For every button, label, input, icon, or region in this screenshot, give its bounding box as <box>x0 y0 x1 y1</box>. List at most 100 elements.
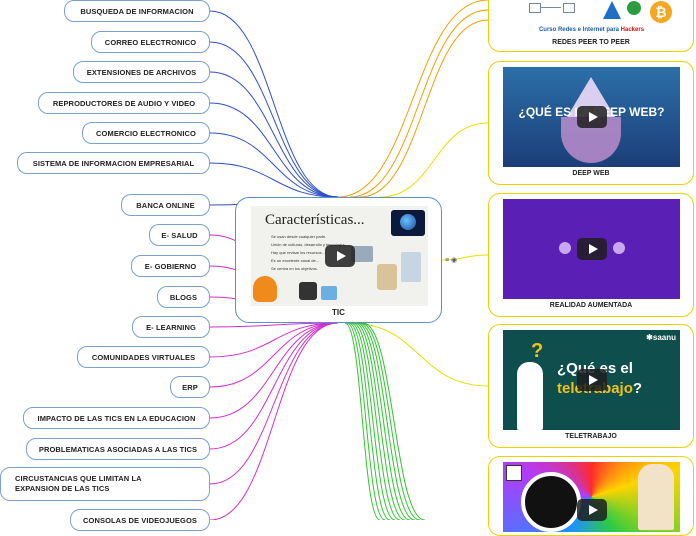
connector-left <box>209 322 339 388</box>
copyright-video-thumbnail[interactable] <box>503 462 680 532</box>
card-teletrabajo[interactable]: ✱saanu ? ¿Qué es el teletrabajo? TELETRA… <box>488 324 694 448</box>
connector-left <box>209 322 339 419</box>
node-e-salud[interactable]: E- SALUD <box>149 224 210 246</box>
play-button-icon[interactable] <box>324 245 355 267</box>
mascot-image <box>638 464 674 530</box>
connector-left <box>209 71 339 198</box>
connector-left <box>209 162 339 198</box>
node-sistema-de-informacion-empresarial[interactable]: SISTEMA DE INFORMACION EMPRESARIAL <box>17 152 210 174</box>
connector-right <box>352 322 401 520</box>
person-silhouette-image <box>517 362 543 430</box>
node-label: REPRODUCTORES DE AUDIO Y VIDEO <box>52 98 196 108</box>
node-label: COMERCIO ELECTRONICO <box>96 128 196 138</box>
node-extensiones-de-archivos[interactable]: EXTENSIONES DE ARCHIVOS <box>73 61 210 83</box>
node-erp[interactable]: ERP <box>170 376 210 398</box>
question-mark-icon: ? <box>531 340 544 362</box>
node-busqueda-de-informacion[interactable]: BUSQUEDA DE INFORMACION <box>64 0 210 22</box>
card-label: REALIDAD AUMENTADA <box>549 302 633 309</box>
garfield-image <box>253 276 277 302</box>
card-deep-web[interactable]: ¿QUÉ ES LA DEEP WEB? DEEP WEB <box>488 61 694 185</box>
node-label: E- GOBIERNO <box>144 261 197 271</box>
teletrabajo-thumbnail-line1: ¿Qué es el <box>557 360 633 377</box>
connector-left <box>209 41 339 198</box>
gear-icon <box>613 242 625 254</box>
node-e-learning[interactable]: E- LEARNING <box>132 316 210 338</box>
connector-left <box>209 132 339 198</box>
connector-left <box>209 10 339 198</box>
earth-image <box>391 210 425 236</box>
gear-icon <box>559 242 571 254</box>
connector-left <box>209 322 339 358</box>
network-image <box>401 252 421 282</box>
connector-lines <box>209 0 489 520</box>
thumbnail-line: Se usan desde cualquier parte. <box>271 234 327 239</box>
connector-right <box>354 322 406 520</box>
node-reproductores-de-audio-y-video[interactable]: REPRODUCTORES DE AUDIO Y VIDEO <box>38 92 210 114</box>
connector-right <box>337 0 489 198</box>
node-consolas-de-videojuegos[interactable]: CONSOLAS DE VIDEOJUEGOS <box>70 509 210 531</box>
connector-right <box>379 122 489 198</box>
copyright-symbol-icon <box>521 472 581 532</box>
teletrabajo-video-thumbnail[interactable]: ✱saanu ? ¿Qué es el teletrabajo? <box>503 330 680 430</box>
node-label: CIRCUSTANCIAS QUE LIMITAN LA EXPANSION D… <box>15 474 142 493</box>
connector-right <box>441 254 489 261</box>
node-label: CORREO ELECTRONICO <box>104 37 197 47</box>
person-desk-image <box>377 264 397 290</box>
central-topic-tic[interactable]: Características... Se usan desde cualqui… <box>235 197 442 323</box>
link-icon <box>541 7 561 8</box>
card-label: TELETRABAJO <box>565 433 617 440</box>
node-label: IMPACTO DE LAS TICS EN LA EDUCACION <box>37 413 196 423</box>
node-label: BLOGS <box>169 292 198 302</box>
connector-left <box>209 102 339 198</box>
thumbnail-line: Se centra en los objetivos. <box>271 266 318 271</box>
node-comercio-electronico[interactable]: COMERCIO ELECTRONICO <box>82 122 210 144</box>
node-label: PROBLEMATICAS ASOCIADAS A LAS TICS <box>38 444 198 454</box>
connector-left <box>209 322 339 450</box>
pencil-icon <box>506 465 522 481</box>
thumbnail-line: Es un excelente canal de... <box>271 258 320 263</box>
computer-icon <box>529 3 541 13</box>
card-copyright[interactable] <box>488 456 694 536</box>
card-redes-peer-to-peer[interactable]: ₿ Curso Redes e Internet para Hackers RE… <box>488 0 694 52</box>
connector-left <box>209 322 339 328</box>
connector-left <box>209 322 339 520</box>
collapse-handle-icon[interactable]: ≡ ◉ <box>445 257 458 264</box>
node-impacto-de-las-tics[interactable]: IMPACTO DE LAS TICS EN LA EDUCACION <box>23 407 210 429</box>
central-topic-label: TIC <box>332 308 345 317</box>
node-circustancias-que-limitan[interactable]: CIRCUSTANCIAS QUE LIMITAN LA EXPANSION D… <box>0 467 210 501</box>
torrent-icon <box>627 1 641 15</box>
node-label: E- LEARNING <box>146 322 196 332</box>
devices-image <box>351 246 373 262</box>
connector-right <box>360 322 421 520</box>
caracteristicas-video-thumbnail[interactable]: Características... Se usan desde cualqui… <box>251 206 428 306</box>
node-label: BANCA ONLINE <box>136 200 195 210</box>
connector-right <box>350 322 396 520</box>
play-button-icon[interactable] <box>576 369 607 391</box>
triangle-logo-icon <box>603 1 621 19</box>
p2p-thumbnail[interactable]: ₿ Curso Redes e Internet para Hackers <box>503 1 680 37</box>
connector-right <box>349 9 489 198</box>
node-label: EXTENSIONES DE ARCHIVOS <box>86 67 197 77</box>
connector-right <box>356 322 411 520</box>
connector-right <box>348 322 391 520</box>
node-correo-electronico[interactable]: CORREO ELECTRONICO <box>91 31 210 53</box>
node-comunidades-virtuales[interactable]: COMUNIDADES VIRTUALES <box>77 346 210 368</box>
node-blogs[interactable]: BLOGS <box>157 286 210 308</box>
realidad-aumentada-video-thumbnail[interactable] <box>503 199 680 299</box>
deep-web-video-thumbnail[interactable]: ¿QUÉ ES LA DEEP WEB? <box>503 67 680 167</box>
node-label: COMUNIDADES VIRTUALES <box>91 352 196 362</box>
play-button-icon[interactable] <box>576 106 607 128</box>
node-label: CONSOLAS DE VIDEOJUEGOS <box>83 515 197 525</box>
node-e-gobierno[interactable]: E- GOBIERNO <box>131 255 210 277</box>
bitcoin-icon: ₿ <box>650 1 672 23</box>
connector-right <box>358 322 416 520</box>
card-label: DEEP WEB <box>572 170 610 177</box>
play-button-icon[interactable] <box>576 499 607 521</box>
node-problematicas-asociadas[interactable]: PROBLEMATICAS ASOCIADAS A LAS TICS <box>26 438 210 460</box>
node-label: ERP <box>182 382 198 392</box>
play-button-icon[interactable] <box>576 238 607 260</box>
card-realidad-aumentada[interactable]: REALIDAD AUMENTADA <box>488 193 694 317</box>
thumbnail-line: Hay que revisar los recursos... <box>271 250 326 255</box>
node-banca-online[interactable]: BANCA ONLINE <box>121 194 210 216</box>
thumbnail-title: Características... <box>265 212 365 228</box>
